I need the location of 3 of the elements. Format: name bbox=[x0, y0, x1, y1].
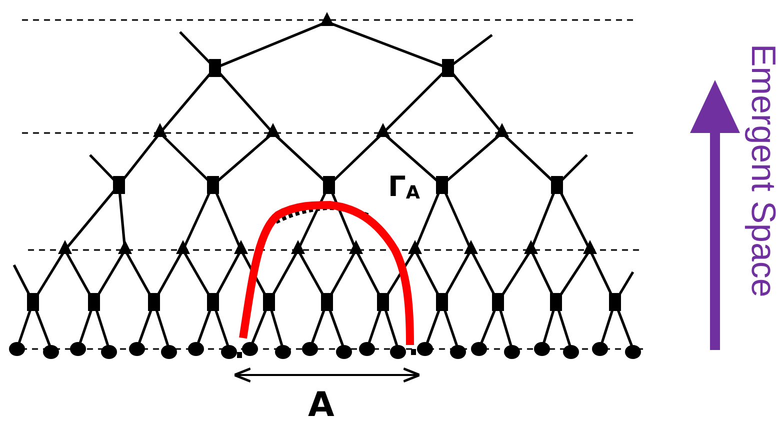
axis-label: Emergent Space bbox=[746, 44, 780, 298]
region-label: Γ$_{A}$ bbox=[388, 173, 420, 203]
interval-label: A bbox=[308, 388, 334, 422]
